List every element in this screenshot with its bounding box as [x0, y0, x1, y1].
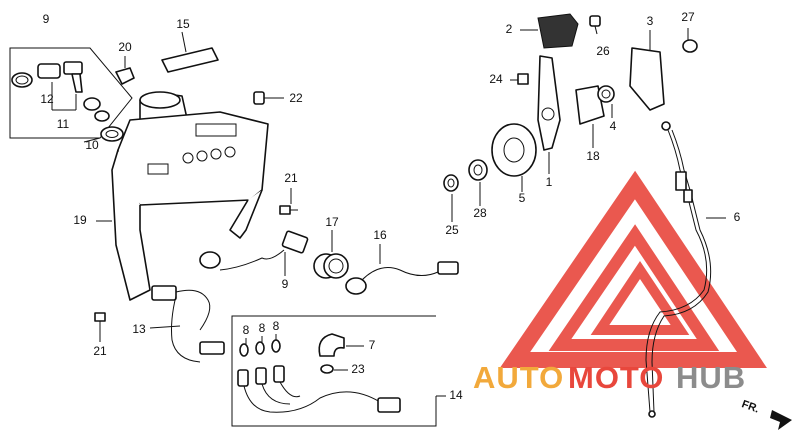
bolt-part-upper: [279, 188, 298, 215]
collar-part: [597, 85, 615, 118]
washer-part-small: [443, 174, 459, 222]
callout-label: 9: [282, 277, 289, 291]
callout-label: 19: [73, 213, 87, 227]
callout-label: 1: [546, 175, 553, 189]
knob-part: [520, 13, 579, 49]
callout-label: 8: [243, 323, 250, 337]
callout-label: 24: [489, 72, 503, 86]
screw-part: [253, 91, 284, 105]
callout-label: 20: [118, 40, 132, 54]
callout-label: 21: [284, 171, 298, 185]
nut-part: [320, 364, 348, 374]
callout-label: 8: [273, 319, 280, 333]
watermark-word-1: AUTO: [473, 360, 564, 395]
grommet-part-right: [682, 28, 698, 53]
plate-part: [575, 85, 605, 148]
grommet-part: [313, 230, 349, 279]
key-switch-part: [199, 230, 309, 276]
callout-label: 18: [586, 149, 600, 163]
callout-label: 22: [289, 91, 303, 105]
callout-label: 9: [43, 12, 50, 26]
callout-label: 8: [259, 321, 266, 335]
watermark-text: AUTO MOTO HUB: [473, 360, 746, 395]
harness-part: [149, 285, 225, 363]
callout-label: 14: [449, 388, 463, 402]
callout-label: 25: [445, 223, 459, 237]
callout-labels: 9 12 11 10 15 20 22 19 21 21 17 16 9 13 …: [40, 10, 740, 402]
callout-label: 12: [40, 92, 54, 106]
clamp-part: [318, 333, 364, 357]
control-panel-housing: [96, 91, 269, 301]
watermark-word-3: HUB: [676, 360, 746, 395]
arrow-icon: [770, 410, 792, 430]
clip-part: [115, 56, 135, 85]
callout-label: 3: [647, 14, 654, 28]
front-direction-indicator: FR.: [740, 398, 792, 430]
cable-part: [645, 121, 726, 418]
callout-label: 27: [681, 10, 695, 24]
wire-part: [345, 244, 459, 295]
callout-label: 4: [610, 119, 617, 133]
front-direction-label: FR.: [740, 398, 761, 415]
callout-label: 21: [93, 344, 107, 358]
pulley-part: [491, 123, 537, 192]
callout-label: 11: [57, 117, 70, 131]
callout-label: 17: [325, 215, 339, 229]
watermark-logo: [499, 170, 767, 368]
callout-label: 16: [373, 228, 387, 242]
lever-part: [537, 55, 561, 174]
callout-label: 7: [369, 338, 376, 352]
watermark-word-2: MOTO: [568, 360, 664, 395]
key-set-group: [9, 47, 133, 143]
callout-label: 23: [351, 362, 365, 376]
bulb-harness-group: [231, 315, 446, 427]
nut-part-right: [510, 73, 529, 85]
callout-label: 13: [132, 322, 146, 336]
washer-part: [468, 159, 488, 206]
callout-label: 26: [596, 44, 610, 58]
callout-label: 10: [85, 138, 99, 152]
callout-label: 6: [734, 210, 741, 224]
callout-label: 15: [176, 17, 190, 31]
bolt-part-lower: [94, 312, 106, 342]
callout-label: 2: [506, 22, 513, 36]
bracket-part: [629, 30, 665, 111]
screw-part-right: [589, 15, 601, 35]
decal-part: [161, 31, 219, 73]
callout-label: 5: [519, 191, 526, 205]
callout-label: 28: [473, 206, 487, 220]
